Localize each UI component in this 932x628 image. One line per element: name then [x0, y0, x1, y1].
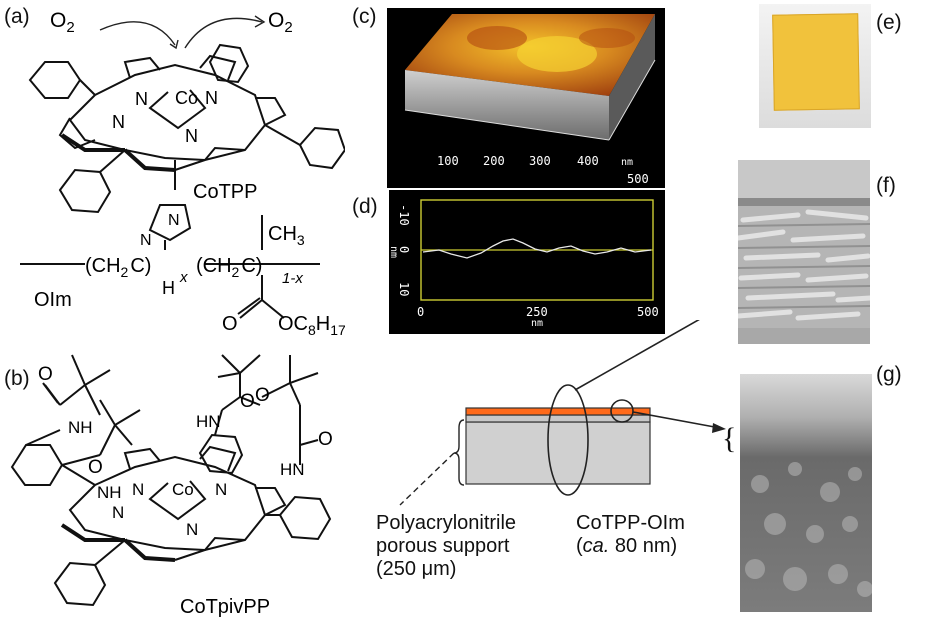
- panel-label-f: (f): [876, 174, 896, 197]
- cotpp-oim-structure: O2 O2 N Co N N N CoTP: [20, 9, 345, 338]
- panel-label-a: (a): [4, 5, 30, 28]
- afm-tick: 300: [529, 154, 551, 168]
- afm-tick: 100: [437, 154, 459, 168]
- svg-text:N: N: [215, 480, 227, 499]
- layer-brace: {: [722, 422, 737, 455]
- support-pointer: [399, 452, 455, 506]
- profile-x-tick: 0: [417, 305, 425, 319]
- profile-x-tick: 500: [637, 305, 659, 319]
- svg-text:N: N: [112, 503, 124, 522]
- svg-text:O: O: [255, 385, 270, 406]
- afm-tick: 200: [483, 154, 505, 168]
- layer-label: CoTPP-OIm (ca. 80 nm): [576, 512, 685, 557]
- svg-text:N: N: [205, 88, 218, 108]
- svg-text:O: O: [240, 391, 255, 412]
- arrow-to-f: [574, 320, 700, 391]
- surface-circle: [610, 399, 634, 423]
- svg-text:N: N: [132, 480, 144, 499]
- profile-y-tick: -10: [397, 204, 411, 226]
- svg-text:N: N: [185, 126, 198, 146]
- afm-x-ticks: 100 200 300 400 500 nm: [387, 154, 665, 186]
- o2-in-label: O2: [50, 9, 75, 36]
- film-sample: [772, 13, 860, 111]
- o2-out-label: O2: [268, 9, 293, 36]
- porous-support-layer: [465, 421, 651, 485]
- svg-text:N: N: [135, 89, 148, 109]
- svg-text:1-x: 1-x: [282, 270, 303, 287]
- svg-text:HN: HN: [280, 460, 305, 479]
- support-label: Polyacrylonitrile porous support (250 μm…: [376, 512, 517, 580]
- profile-y-unit: nm: [388, 246, 399, 259]
- profile-ticks: 0 250 500 nm -10 0 10 nm: [388, 190, 665, 334]
- cotpivpp-name: CoTpivPP: [180, 596, 270, 618]
- svg-text:N: N: [112, 112, 125, 132]
- profile-curve: [422, 238, 652, 259]
- profile-x-unit: nm: [531, 318, 544, 329]
- svg-text:O: O: [38, 364, 53, 385]
- profile-y-tick: 0: [397, 246, 411, 254]
- afm-right-side: [609, 14, 655, 140]
- membrane-photo: [759, 4, 871, 128]
- afm-tick: 400: [577, 154, 599, 168]
- profile-y-tick: 10: [397, 282, 411, 297]
- svg-text:H: H: [162, 278, 175, 298]
- cotpivpp-structure: NH N Co N N N: [10, 354, 333, 618]
- svg-text:O: O: [88, 457, 103, 478]
- svg-text:HN: HN: [196, 412, 221, 431]
- svg-text:O: O: [318, 429, 333, 450]
- cross-section-ellipse: [547, 384, 589, 496]
- ester-label: OC8H17: [278, 313, 345, 338]
- polymer-label-oim: OIm: [34, 289, 72, 311]
- o2-out-arrow: [184, 17, 263, 49]
- cotpp-name: CoTPP: [193, 181, 257, 203]
- svg-text:x: x: [179, 269, 188, 286]
- panel-label-b: (b): [4, 367, 30, 390]
- svg-text:NH: NH: [97, 483, 122, 502]
- svg-text:N: N: [186, 520, 198, 539]
- svg-text:Co: Co: [172, 480, 194, 499]
- svg-text:NH: NH: [68, 418, 93, 437]
- afm-unit: nm: [621, 157, 634, 168]
- o2-in-arrow: [99, 21, 176, 46]
- svg-text:N: N: [168, 212, 180, 229]
- porphyrin-ring-b: [60, 445, 287, 562]
- ch3-label: CH3: [268, 223, 305, 248]
- sem-cross-section-f: [738, 160, 870, 344]
- arrow-to-g: [632, 411, 721, 429]
- membrane-schematic: [399, 320, 726, 506]
- sem-cross-section-g: [740, 374, 872, 612]
- panel-label-e: (e): [876, 11, 902, 34]
- support-brace: [453, 419, 465, 486]
- phenyl-rings-a: [28, 43, 345, 214]
- imidazole-polymer: [20, 160, 320, 319]
- svg-text:O: O: [222, 313, 238, 335]
- profile-x-tick: 250: [526, 305, 548, 319]
- cotpp-oim-layer: [465, 407, 651, 416]
- panel-label-g: (g): [876, 363, 902, 386]
- afm-3d-image: 100 200 300 400 500 nm: [387, 8, 665, 188]
- height-profile: 0 250 500 nm -10 0 10 nm: [388, 190, 665, 334]
- afm-front-side: [405, 70, 609, 140]
- panel-label-c: (c): [352, 5, 377, 28]
- svg-text:Co: Co: [175, 88, 198, 108]
- svg-text:N: N: [140, 232, 152, 249]
- afm-tick: 500: [627, 172, 649, 186]
- porphyrin-ring-a: [58, 54, 287, 172]
- panel-label-d: (d): [352, 195, 378, 218]
- pivaloyl-arms: [25, 354, 319, 466]
